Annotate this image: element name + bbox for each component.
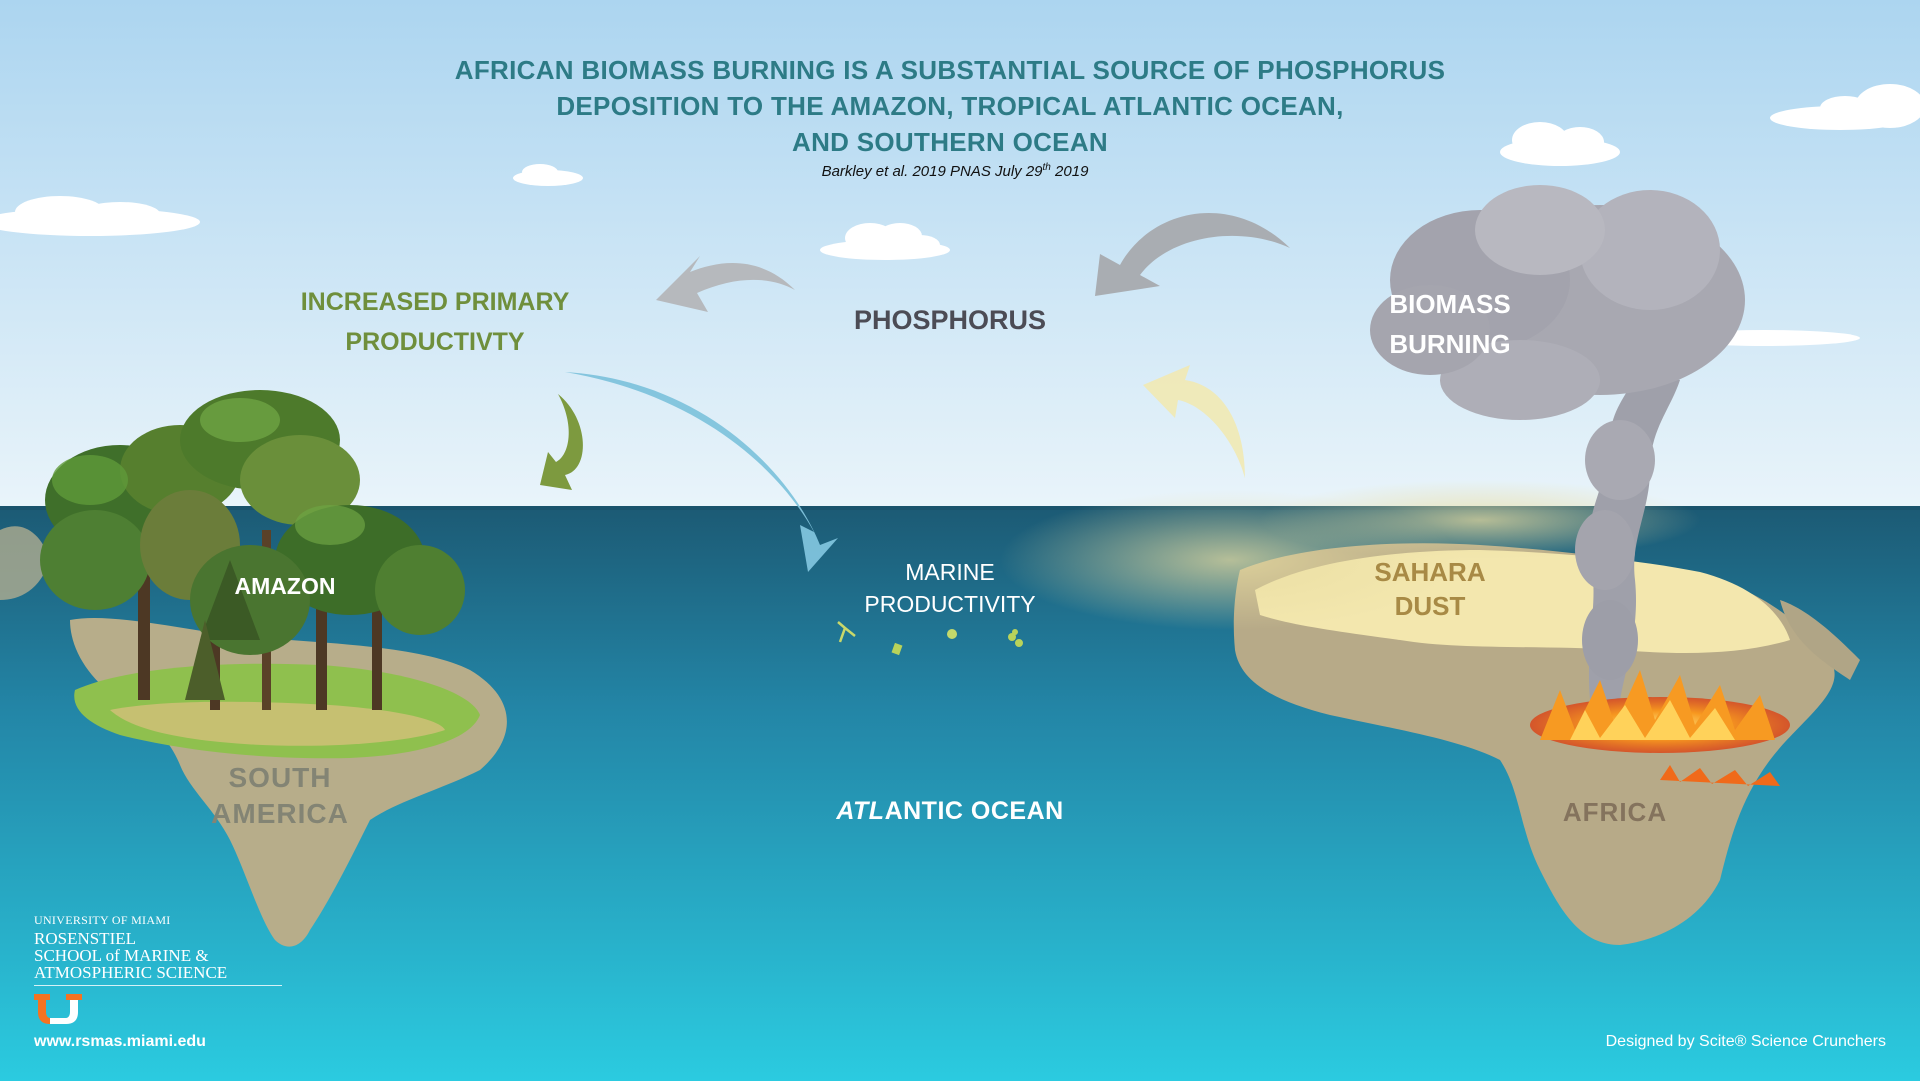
citation-text: Barkley et al. 2019 PNAS July 29: [821, 163, 1043, 180]
amazon-soil: [110, 701, 445, 746]
biomass-line-1: BIOMASS: [1389, 289, 1511, 319]
cloud-icon: [0, 196, 200, 236]
tree-icon: [316, 590, 327, 710]
title-line-3: AND SOUTHERN OCEAN: [792, 127, 1108, 157]
cloud-icon: [1500, 122, 1620, 166]
tree-icon: [52, 455, 128, 505]
tree-icon: [372, 600, 382, 710]
smoke-plume-icon: [1370, 185, 1745, 700]
marine-line-2: PRODUCTIVITY: [864, 591, 1036, 617]
cloud-icon: [1770, 84, 1920, 130]
productivity-arrow-icon: [540, 394, 583, 490]
sahara-dust-label: SAHARA DUST: [1350, 555, 1510, 623]
designer-credit: Designed by Scite® Science Crunchers: [1605, 1033, 1886, 1050]
tree-icon: [210, 580, 220, 710]
plankton-icon: [837, 621, 1023, 656]
cloud-icon: [820, 223, 950, 260]
university-logo-icon: [34, 994, 82, 1024]
south-america-label: SOUTH AMERICA: [170, 760, 390, 832]
biomass-line-2: BURNING: [1389, 329, 1511, 359]
school-name: ROSENSTIEL SCHOOL of MARINE & ATMOSPHERI…: [34, 930, 227, 981]
biomass-burning-label: BIOMASS BURNING: [1340, 284, 1560, 364]
footer-divider: [34, 985, 282, 986]
tree-icon: [138, 560, 150, 700]
school-line-3: ATMOSPHERIC SCIENCE: [34, 963, 228, 982]
title-line-1: AFRICAN BIOMASS BURNING IS A SUBSTANTIAL…: [454, 55, 1446, 85]
title-line-2: DEPOSITION TO THE AMAZON, TROPICAL ATLAN…: [556, 91, 1344, 121]
marine-line-1: MARINE: [905, 559, 995, 585]
phosphorus-label: PHOSPHORUS: [853, 305, 1047, 335]
primary-productivity-line-2: PRODUCTIVTY: [345, 328, 525, 356]
tree-icon: [375, 545, 465, 635]
africa-label: AFRICA: [1562, 797, 1668, 827]
cloud-icon: [513, 164, 583, 186]
primary-productivity-line-1: INCREASED PRIMARY: [300, 288, 570, 316]
arabia-landmass: [1780, 600, 1860, 680]
fire-icon: [1530, 670, 1790, 786]
tree-icon: [200, 398, 280, 442]
deposition-arrow-icon: [565, 372, 838, 572]
atlantic-ocean-label: ATLANTIC OCEAN: [790, 797, 1110, 826]
citation: Barkley et al. 2019 PNAS July 29th 2019: [0, 162, 1910, 180]
phosphorus-arrow-icon: [656, 256, 795, 312]
amazon-forest: [40, 390, 465, 710]
primary-productivity-label: INCREASED PRIMARY PRODUCTIVTY: [230, 282, 640, 362]
marine-productivity-label: MARINE PRODUCTIVITY: [830, 556, 1070, 620]
tree-icon: [200, 560, 260, 640]
phosphorus-arrow-icon: [1095, 213, 1290, 296]
amazon-label: AMAZON: [234, 573, 336, 599]
title-block: AFRICAN BIOMASS BURNING IS A SUBSTANTIAL…: [0, 52, 1900, 160]
tree-icon: [185, 620, 225, 700]
sahara-line-1: SAHARA: [1374, 557, 1486, 587]
citation-superscript: th: [1042, 162, 1051, 173]
tree-icon: [240, 435, 360, 525]
sahara-line-2: DUST: [1394, 591, 1466, 621]
school-line-2: SCHOOL of MARINE &: [34, 946, 209, 965]
tree-icon: [295, 505, 365, 545]
biomass-arrow-icon: [1143, 365, 1245, 478]
tree-icon: [40, 510, 150, 610]
school-line-1: ROSENSTIEL: [34, 929, 136, 948]
citation-year: 2019: [1050, 163, 1089, 180]
university-name: UNIVERSITY OF MIAMI: [34, 913, 171, 927]
website-link[interactable]: www.rsmas.miami.edu: [34, 1033, 206, 1050]
atlantic-rest-part: ANTIC OCEAN: [884, 797, 1064, 825]
south-america-line-1: SOUTH: [228, 762, 332, 793]
atlantic-italic-part: ATL: [836, 797, 885, 825]
central-america-landmass: [0, 526, 50, 600]
south-america-line-2: AMERICA: [211, 798, 349, 829]
horizon: [0, 506, 1920, 510]
